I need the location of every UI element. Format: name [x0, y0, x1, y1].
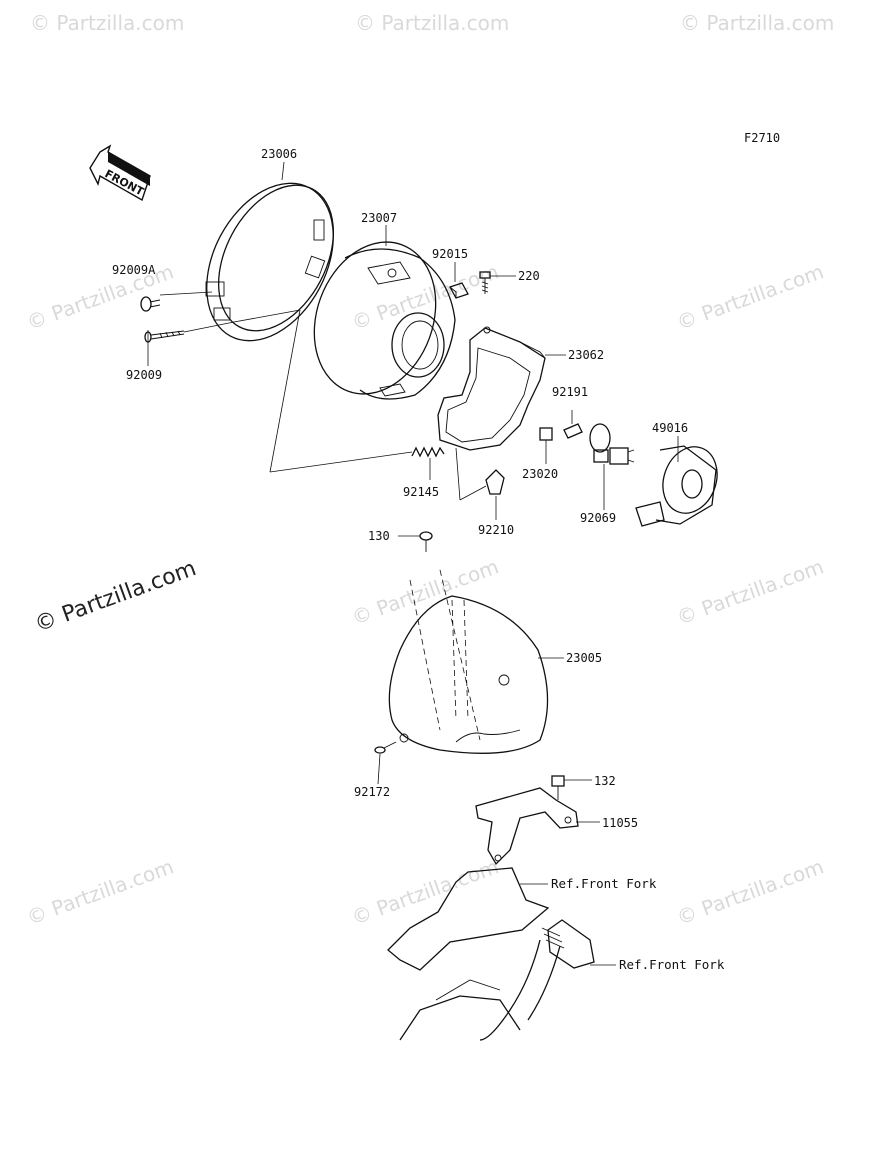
- rubber-cover-part: [635, 445, 718, 527]
- bolt-132-part: [551, 775, 565, 800]
- part-label: 132: [594, 774, 616, 788]
- part-label: 23006: [261, 147, 297, 161]
- front-fork-part: [387, 867, 595, 1041]
- watermark: © Partzilla.com: [24, 854, 177, 929]
- bracket-part: [475, 787, 579, 866]
- watermark: © Partzilla.com: [674, 854, 827, 929]
- watermark: © Partzilla.com: [349, 259, 502, 334]
- watermark: © Partzilla.com: [349, 554, 502, 629]
- part-label: 49016: [652, 421, 688, 435]
- bulb-part: [589, 423, 635, 465]
- part-label: 92191: [552, 385, 588, 399]
- part-labels: 23006 23007 92009A 92009 92015 220 23062…: [112, 147, 725, 972]
- part-label: 23007: [361, 211, 397, 225]
- part-label: 23062: [568, 348, 604, 362]
- part-label: 130: [368, 529, 390, 543]
- part-label: 92210: [478, 523, 514, 537]
- part-label: 220: [518, 269, 540, 283]
- screw-92009-part: [144, 330, 185, 343]
- leader-lines: [147, 161, 679, 966]
- screw-92009a-part: [140, 296, 161, 312]
- part-label: 92145: [403, 485, 439, 499]
- bezel-ring-part: [205, 182, 335, 342]
- part-label: 92069: [580, 511, 616, 525]
- bolt-130-part: [419, 531, 433, 552]
- part-label: 92009: [126, 368, 162, 382]
- watermark: © Partzilla.com: [674, 259, 827, 334]
- watermark-main: © Partzilla.com: [32, 556, 200, 638]
- spring-part: [411, 446, 445, 458]
- part-label: 11055: [602, 816, 638, 830]
- plate-part: [485, 469, 505, 495]
- part-label: 23020: [522, 467, 558, 481]
- part-label: 92009A: [112, 263, 156, 277]
- part-label: 92172: [354, 785, 390, 799]
- watermark: © Partzilla.com: [674, 554, 827, 629]
- headlight-case-part: [388, 569, 549, 754]
- spacer-part: [563, 423, 583, 439]
- watermark-layer: © Partzilla.com © Partzilla.com © Partzi…: [24, 11, 835, 930]
- watermark: © Partzilla.com: [355, 11, 509, 35]
- front-arrow-icon: FRONT: [89, 144, 151, 202]
- screw-92172-part: [374, 741, 397, 754]
- watermark: © Partzilla.com: [349, 854, 502, 929]
- socket-bracket-part: [437, 326, 546, 451]
- reference-label: Ref.Front Fork: [551, 876, 657, 891]
- housing-part: [313, 241, 456, 400]
- diagram-code: F2710: [744, 131, 780, 145]
- part-label: 92015: [432, 247, 468, 261]
- clip-part: [539, 427, 553, 441]
- screw-220-part: [479, 271, 491, 294]
- watermark: © Partzilla.com: [680, 11, 834, 35]
- part-label: 23005: [566, 651, 602, 665]
- reference-label: Ref.Front Fork: [619, 957, 725, 972]
- nut-part: [449, 282, 469, 299]
- watermark: © Partzilla.com: [30, 11, 184, 35]
